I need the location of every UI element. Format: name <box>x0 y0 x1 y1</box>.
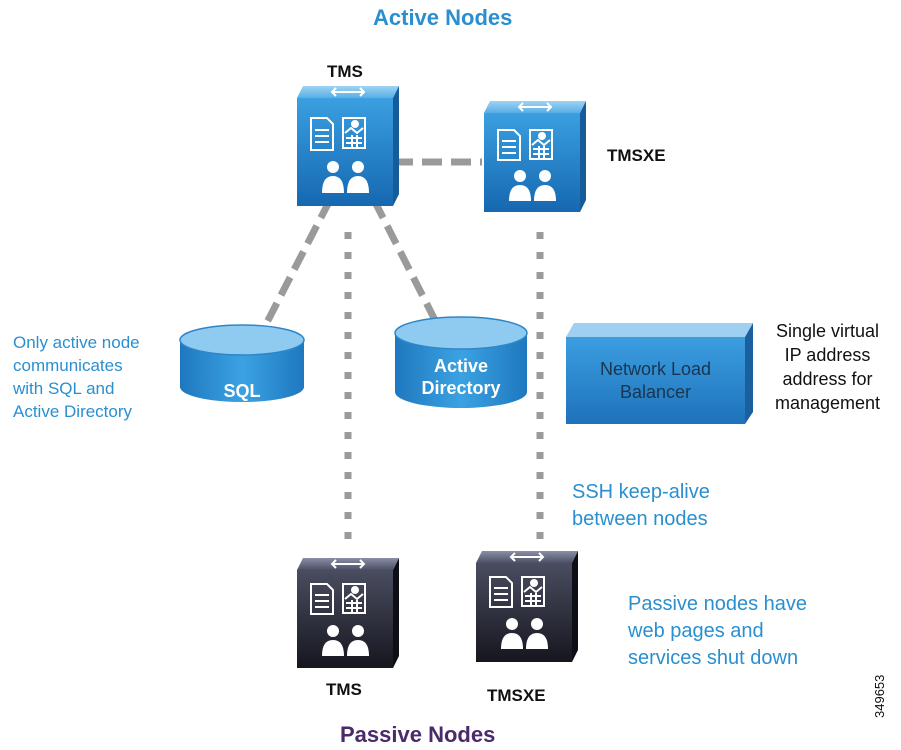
vip-note-line: IP address <box>784 345 871 365</box>
active-directory-label: Active Directory <box>400 355 522 399</box>
tmsxe-active-server <box>484 101 586 212</box>
image-grid-icon <box>521 576 545 607</box>
passive-note-line: Passive nodes have <box>628 593 808 615</box>
image-grid-icon <box>529 129 553 160</box>
users-icon <box>501 618 548 649</box>
passive-note-line: web pages and <box>628 620 764 642</box>
network-load-balancer-label: Network Load Balancer <box>566 358 745 404</box>
users-icon <box>322 161 369 193</box>
users-icon <box>322 625 369 656</box>
tms-ad-link <box>370 198 441 326</box>
active-nodes-title: Active Nodes <box>373 5 513 30</box>
ssh-note: SSH keep-alive between nodes <box>572 479 710 533</box>
passive-nodes-title: Passive Nodes <box>340 722 496 747</box>
sql-ad-note-line: Active Directory <box>13 402 133 421</box>
sql-database <box>179 324 305 402</box>
ssh-note-line: SSH keep-alive <box>572 481 710 503</box>
active-directory-database <box>394 316 528 408</box>
document-icon <box>489 576 513 608</box>
passive-note-line: services shut down <box>628 647 799 669</box>
vip-note-line: management <box>774 393 881 413</box>
sql-ad-note-line: Only active node <box>13 333 140 352</box>
tms-active-label: TMS <box>327 62 363 81</box>
document-icon <box>310 583 334 615</box>
sql-ad-note-line: with SQL and <box>13 379 115 398</box>
sql-label: SQL <box>223 381 261 401</box>
arrows-icon <box>509 552 545 562</box>
users-icon <box>509 170 556 201</box>
figure-id: 349653 <box>872 674 887 718</box>
ssh-note-line: between nodes <box>572 508 708 530</box>
arrows-icon <box>330 559 366 569</box>
tms-passive-server <box>297 558 399 668</box>
network-load-balancer <box>566 323 753 424</box>
document-icon <box>310 117 334 151</box>
nlb-label-line2: Balancer <box>619 382 692 402</box>
tms-passive-label: TMS <box>326 680 362 699</box>
tms-sql-link <box>258 198 334 334</box>
vip-note-line: address for <box>782 369 873 389</box>
tmsxe-active-label: TMSXE <box>607 146 666 165</box>
sql-ad-note-line: communicates <box>13 356 123 375</box>
image-grid-icon <box>342 583 366 614</box>
arrows-icon <box>517 102 553 112</box>
active-directory-label-line2: Directory <box>421 378 501 398</box>
tmsxe-passive-server <box>476 551 578 662</box>
active-links <box>258 158 482 334</box>
vip-note-line: Single virtual <box>775 321 880 341</box>
tmsxe-passive-label: TMSXE <box>487 686 546 705</box>
active-directory-label-line1: Active <box>433 356 489 376</box>
tms-active-server <box>297 86 399 206</box>
sql-ad-note: Only active node communicates with SQL a… <box>13 331 140 423</box>
arrows-icon <box>330 87 366 97</box>
vip-note: Single virtual IP address address for ma… <box>760 319 895 415</box>
nlb-label-line1: Network Load <box>599 359 712 379</box>
document-icon <box>497 129 521 161</box>
image-grid-icon <box>342 117 366 149</box>
passive-note: Passive nodes have web pages and service… <box>628 591 807 672</box>
